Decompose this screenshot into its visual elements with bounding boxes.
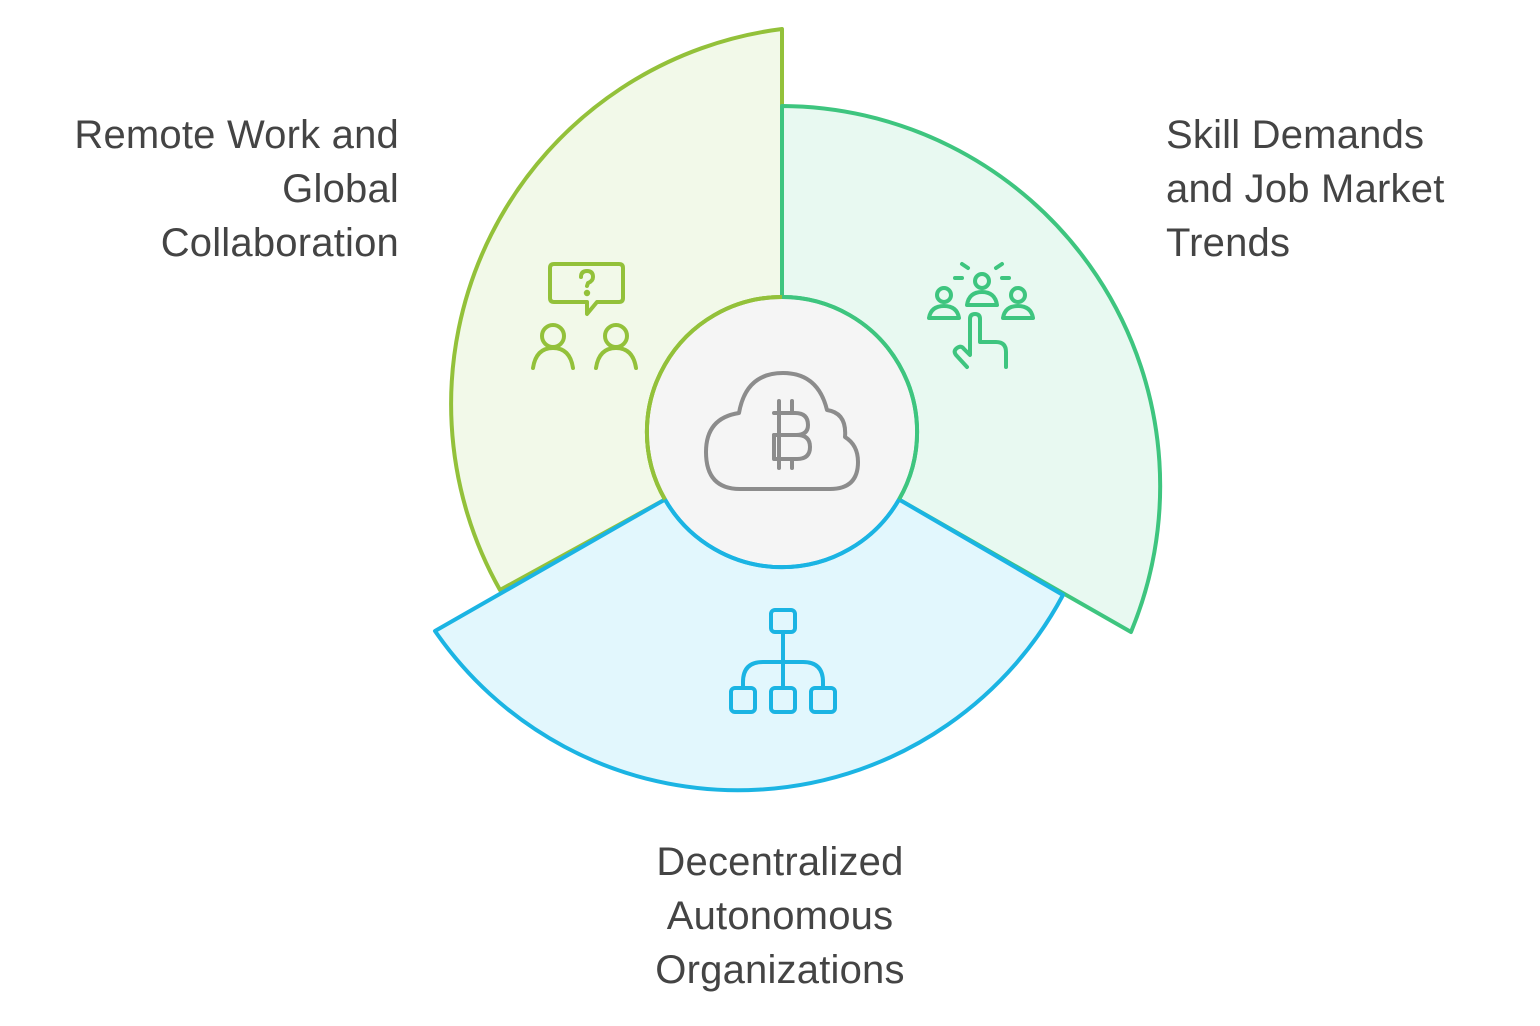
label-line: Trends: [1166, 221, 1291, 265]
label-remote-work: Remote Work and Global Collaboration: [0, 108, 399, 270]
label-line: Global: [282, 167, 399, 211]
center-ring-blue: [663, 498, 901, 570]
label-line: and Job Market: [1166, 167, 1445, 211]
label-line: Autonomous: [666, 894, 894, 938]
label-skill-demands: Skill Demands and Job Market Trends: [1166, 108, 1445, 270]
label-line: Collaboration: [160, 221, 399, 265]
center-hub: [644, 295, 920, 570]
label-line: Skill Demands: [1166, 113, 1425, 157]
label-dao: Decentralized Autonomous Organizations: [530, 835, 1030, 997]
cloud-bitcoin-icon: [704, 371, 860, 491]
center-circle: [649, 299, 915, 565]
label-line: Remote Work and: [74, 113, 399, 157]
label-line: Decentralized: [656, 840, 904, 884]
center-ring-teal: [781, 295, 920, 501]
center-ring-green: [644, 295, 783, 501]
people-pointing-hand-icon: [927, 262, 1035, 369]
segment-skill-demands: [780, 104, 1163, 634]
people-question-chat-icon: [531, 262, 638, 370]
hierarchy-network-icon: [729, 608, 837, 714]
label-line: Organizations: [655, 948, 905, 992]
